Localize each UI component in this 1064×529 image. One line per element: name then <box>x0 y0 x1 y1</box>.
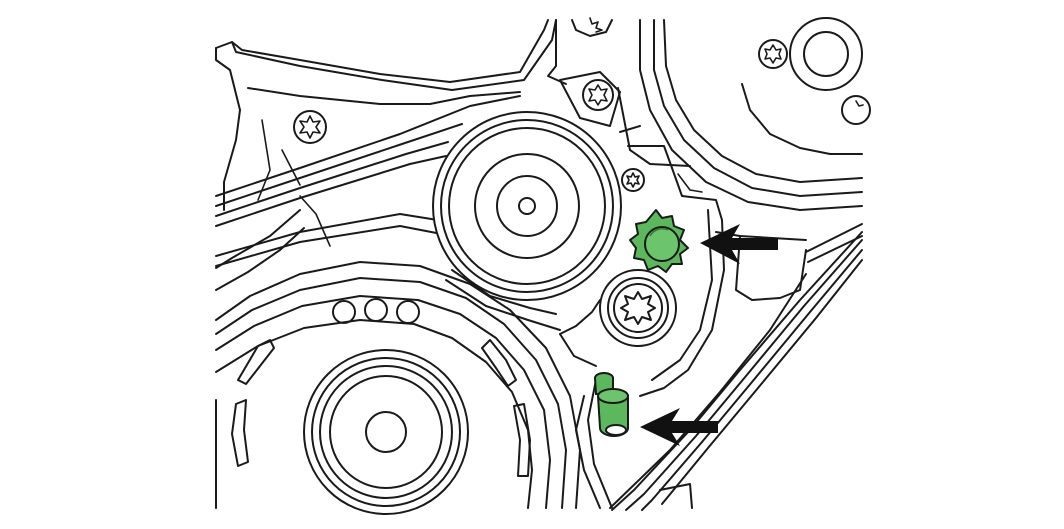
bracket-bolt-top <box>559 71 621 127</box>
idler-pulley <box>432 111 622 301</box>
cover-bolt-upper-left <box>293 110 327 144</box>
arrow-lower-icon <box>640 408 718 446</box>
crank-pulley-upper-right <box>639 17 871 301</box>
highlighted-locking-pin <box>594 372 629 437</box>
highlighted-gear-cap <box>629 209 689 273</box>
tensioner-bracket <box>547 19 725 397</box>
arrow-upper-icon <box>700 224 778 264</box>
bracket-bolt-upper <box>571 17 613 37</box>
tensioner-bolt <box>599 269 677 347</box>
accessory-belt-right <box>609 223 863 511</box>
accessory-belt <box>215 95 561 331</box>
crankshaft-pulley <box>215 261 693 515</box>
lower-guide <box>575 379 613 509</box>
engine-cover <box>215 19 557 291</box>
